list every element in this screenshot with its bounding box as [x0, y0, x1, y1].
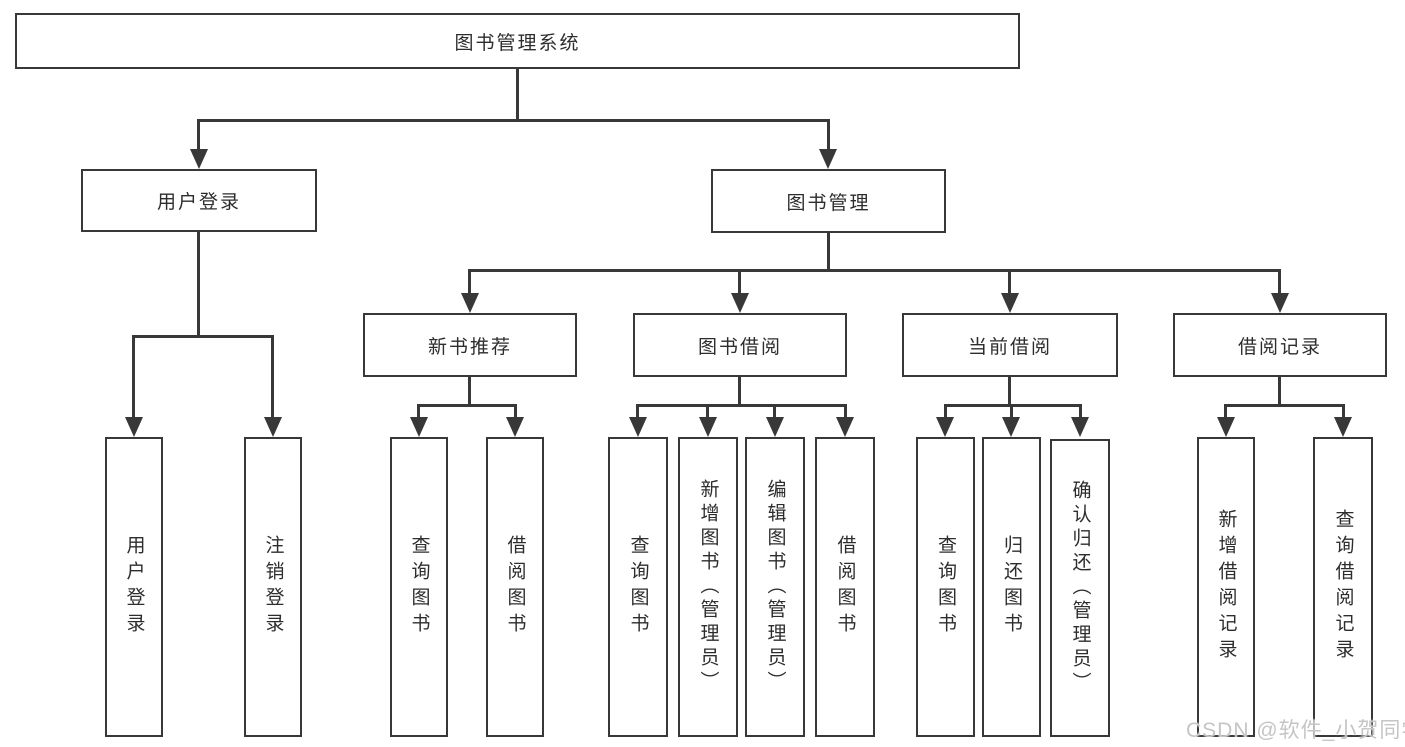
leaf-bb-borrow-books: 借阅图书 [815, 437, 875, 737]
connector-level3-rail [468, 269, 1281, 272]
leaf-br-query-record: 查询借阅记录 [1313, 437, 1373, 737]
leaf-cb-return-books: 归还图书 [982, 437, 1041, 737]
arrowhead-leaf-logout-icon [264, 417, 282, 437]
node-current-borrow: 当前借阅 [902, 313, 1118, 377]
connector-drop-borrow-record [1278, 269, 1281, 297]
leaf-cb-return-books-label: 归还图书 [1001, 535, 1022, 639]
node-new-book-rec-label: 新书推荐 [427, 336, 512, 358]
node-new-book-rec: 新书推荐 [363, 313, 577, 377]
node-current-borrow-label: 当前借阅 [967, 336, 1052, 358]
connector-book-borrow-stem [738, 377, 741, 406]
leaf-br-add-record: 新增借阅记录 [1197, 437, 1255, 737]
arrowhead-leaf-user-login-icon [125, 417, 143, 437]
connector-new-book-rec-stem [468, 377, 471, 406]
arrowhead-new-book-rec-icon [461, 293, 479, 313]
leaf-cb-confirm-return: 确认归还（管理员） [1050, 439, 1110, 737]
connector-drop-bb-edit [773, 404, 776, 420]
arrowhead-br-add-icon [1217, 417, 1235, 437]
node-borrow-record-label: 借阅记录 [1237, 336, 1322, 358]
connector-drop-cb-confirm [1079, 404, 1082, 420]
connector-drop-br-add [1224, 404, 1227, 420]
connector-drop-bb-borrow [844, 404, 847, 420]
leaf-logout-label: 注销登录 [262, 535, 284, 639]
leaf-cb-query-books: 查询图书 [916, 437, 975, 737]
connector-current-borrow-rail [944, 404, 1082, 407]
connector-borrow-record-rail [1224, 404, 1345, 407]
node-book-mgmt-label: 图书管理 [786, 192, 871, 214]
leaf-bb-query-books: 查询图书 [608, 437, 668, 737]
node-book-mgmt: 图书管理 [711, 169, 946, 233]
connector-drop-br-query [1342, 404, 1345, 420]
connector-drop-bb-query [636, 404, 639, 420]
connector-drop-new-book-rec [468, 269, 471, 297]
arrowhead-cb-return-icon [1002, 417, 1020, 437]
leaf-rec-borrow-books: 借阅图书 [486, 437, 544, 737]
arrowhead-user-login-icon [190, 149, 208, 169]
connector-book-mgmt-stem [827, 233, 830, 271]
connector-drop-book-mgmt [827, 119, 830, 152]
leaf-rec-query-books: 查询图书 [390, 437, 448, 737]
connector-drop-book-borrow [738, 269, 741, 297]
node-root: 图书管理系统 [15, 13, 1020, 69]
arrowhead-current-borrow-icon [1001, 293, 1019, 313]
connector-drop-cb-return [1010, 404, 1013, 420]
arrowhead-bb-borrow-icon [836, 417, 854, 437]
connector-root-stem [516, 67, 519, 121]
arrowhead-book-mgmt-icon [819, 149, 837, 169]
connector-drop-user-login [197, 119, 200, 152]
node-user-login: 用户登录 [81, 169, 317, 232]
connector-user-login-stem [197, 232, 200, 338]
leaf-bb-add-books-label: 新增图书（管理员） [697, 479, 719, 695]
arrowhead-bb-query-icon [629, 417, 647, 437]
leaf-bb-edit-books: 编辑图书（管理员） [745, 437, 805, 737]
node-user-login-label: 用户登录 [156, 192, 241, 213]
connector-level2-rail [197, 119, 830, 122]
leaf-cb-query-books-label: 查询图书 [935, 535, 956, 639]
arrowhead-rec-query-icon [410, 417, 428, 437]
leaf-br-query-record-label: 查询借阅记录 [1332, 509, 1354, 665]
leaf-bb-borrow-books-label: 借阅图书 [834, 535, 856, 639]
leaf-bb-add-books: 新增图书（管理员） [678, 437, 738, 737]
connector-borrow-record-stem [1278, 377, 1281, 406]
arrowhead-borrow-record-icon [1271, 293, 1289, 313]
leaf-bb-query-books-label: 查询图书 [627, 535, 649, 639]
connector-drop-leaf-user-login [132, 335, 135, 419]
node-book-borrow-label: 图书借阅 [697, 336, 782, 358]
leaf-logout: 注销登录 [244, 437, 302, 737]
connector-new-book-rec-rail [417, 404, 517, 407]
leaf-cb-confirm-return-label: 确认归还（管理员） [1069, 480, 1091, 696]
arrowhead-bb-add-icon [699, 417, 717, 437]
leaf-rec-borrow-books-label: 借阅图书 [504, 535, 526, 639]
leaf-user-login-label: 用户登录 [123, 535, 145, 639]
arrowhead-rec-borrow-icon [506, 417, 524, 437]
leaf-rec-query-books-label: 查询图书 [408, 535, 430, 639]
arrowhead-cb-query-icon [936, 417, 954, 437]
arrowhead-bb-edit-icon [766, 417, 784, 437]
leaf-bb-edit-books-label: 编辑图书（管理员） [764, 479, 786, 695]
connector-drop-current-borrow [1008, 269, 1011, 297]
connector-current-borrow-stem [1008, 377, 1011, 406]
arrowhead-br-query-icon [1334, 417, 1352, 437]
node-borrow-record: 借阅记录 [1173, 313, 1387, 377]
arrowhead-cb-confirm-icon [1071, 417, 1089, 437]
node-book-borrow: 图书借阅 [633, 313, 847, 377]
connector-drop-rec-query [417, 404, 420, 420]
leaf-user-login: 用户登录 [105, 437, 163, 737]
connector-drop-leaf-logout [271, 335, 274, 419]
connector-drop-cb-query [944, 404, 947, 420]
connector-book-borrow-rail [636, 404, 847, 407]
node-root-label: 图书管理系统 [454, 32, 581, 54]
arrowhead-book-borrow-icon [731, 293, 749, 313]
connector-user-login-rail [132, 335, 274, 338]
connector-drop-bb-add [706, 404, 709, 420]
leaf-br-add-record-label: 新增借阅记录 [1215, 509, 1237, 665]
connector-drop-rec-borrow [514, 404, 517, 420]
csdn-watermark: CSDN @软件_小贺同学 [1186, 719, 1405, 742]
